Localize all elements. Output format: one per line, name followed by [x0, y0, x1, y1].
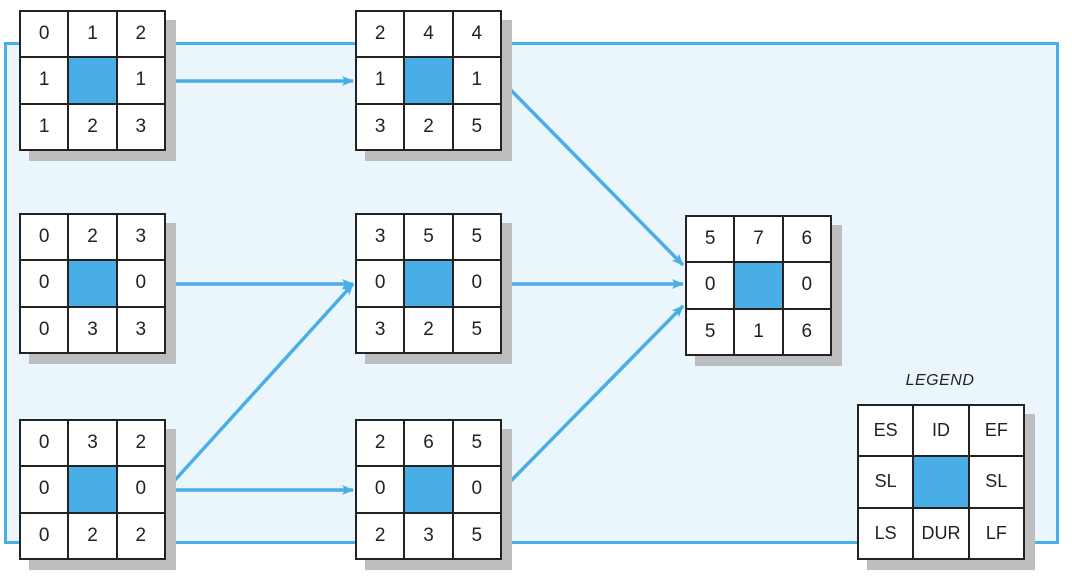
slack-left: 0 — [20, 260, 69, 307]
duration: 2 — [404, 306, 453, 353]
slack-right: 0 — [782, 262, 831, 309]
early-finish: 2 — [116, 11, 165, 58]
node-center-fill — [68, 57, 117, 104]
activity-node-5: 3 5 5 0 0 3 2 5 — [355, 213, 512, 364]
late-finish: 6 — [782, 308, 831, 355]
early-start: 2 — [356, 11, 405, 58]
node-grid: 0 1 2 1 1 1 2 3 — [19, 10, 166, 151]
activity-node-1: 0 1 2 1 1 1 2 3 — [19, 10, 176, 161]
duration: 2 — [68, 512, 117, 559]
late-start: 0 — [20, 306, 69, 353]
node-grid: 2 6 5 0 0 2 3 5 — [355, 419, 502, 560]
early-start: 0 — [20, 11, 69, 58]
early-finish: 6 — [782, 216, 831, 263]
late-start: 3 — [356, 103, 405, 150]
arrow-4-to-7 — [500, 79, 685, 267]
slack-right: 1 — [452, 57, 501, 104]
legend-id: ID — [913, 405, 969, 457]
slack-right: 0 — [116, 466, 165, 513]
legend-title: LEGEND — [905, 372, 975, 389]
early-finish: 5 — [452, 420, 501, 467]
slack-left: 0 — [20, 466, 69, 513]
activity-id: 1 — [68, 11, 117, 58]
late-start: 5 — [686, 308, 735, 355]
legend-es: ES — [858, 405, 914, 457]
node-center-fill — [404, 466, 453, 513]
late-finish: 5 — [452, 103, 501, 150]
activity-id: 4 — [404, 11, 453, 58]
early-finish: 3 — [116, 214, 165, 261]
node-grid: 0 2 3 0 0 0 3 3 — [19, 213, 166, 354]
early-finish: 4 — [452, 11, 501, 58]
activity-node-7: 5 7 6 0 0 5 1 6 — [685, 215, 842, 366]
node-center-fill — [734, 262, 783, 309]
late-finish: 5 — [452, 512, 501, 559]
slack-right: 0 — [452, 260, 501, 307]
early-start: 0 — [20, 214, 69, 261]
activity-id: 2 — [68, 214, 117, 261]
legend-ef: EF — [968, 405, 1024, 457]
slack-right: 1 — [116, 57, 165, 104]
node-center-fill — [404, 260, 453, 307]
activity-id: 7 — [734, 216, 783, 263]
node-grid: 3 5 5 0 0 3 2 5 — [355, 213, 502, 354]
node-center-fill — [404, 57, 453, 104]
node-grid: 0 3 2 0 0 0 2 2 — [19, 419, 166, 560]
early-start: 5 — [686, 216, 735, 263]
activity-id: 6 — [404, 420, 453, 467]
slack-left: 0 — [356, 466, 405, 513]
late-finish: 3 — [116, 306, 165, 353]
late-start: 2 — [356, 512, 405, 559]
slack-left: 1 — [20, 57, 69, 104]
slack-right: 0 — [116, 260, 165, 307]
early-finish: 2 — [116, 420, 165, 467]
duration: 2 — [404, 103, 453, 150]
arrow-3-to-5 — [164, 282, 355, 492]
activity-node-6: 2 6 5 0 0 2 3 5 — [355, 419, 512, 570]
early-finish: 5 — [452, 214, 501, 261]
activity-node-2: 0 2 3 0 0 0 3 3 — [19, 213, 176, 364]
early-start: 0 — [20, 420, 69, 467]
legend-dur: DUR — [913, 507, 969, 559]
activity-id: 5 — [404, 214, 453, 261]
legend-sl-right: SL — [968, 456, 1024, 508]
legend-sl-left: SL — [858, 456, 914, 508]
slack-left: 0 — [686, 262, 735, 309]
early-start: 3 — [356, 214, 405, 261]
slack-right: 0 — [452, 466, 501, 513]
activity-id: 3 — [68, 420, 117, 467]
legend-ls: LS — [858, 507, 914, 559]
legend-lf: LF — [968, 507, 1024, 559]
node-center-fill — [68, 260, 117, 307]
activity-node-3: 0 3 2 0 0 0 2 2 — [19, 419, 176, 570]
duration: 3 — [68, 306, 117, 353]
node-grid: 5 7 6 0 0 5 1 6 — [685, 215, 832, 356]
duration: 1 — [734, 308, 783, 355]
late-start: 1 — [20, 103, 69, 150]
arrow-6-to-7 — [500, 304, 685, 492]
node-center-fill — [68, 466, 117, 513]
late-finish: 5 — [452, 306, 501, 353]
legend-center-fill — [913, 456, 969, 508]
duration: 2 — [68, 103, 117, 150]
legend-grid: ES ID EF SL SL LS DUR LF — [857, 404, 1025, 560]
early-start: 2 — [356, 420, 405, 467]
late-finish: 3 — [116, 103, 165, 150]
activity-node-4: 2 4 4 1 1 3 2 5 — [355, 10, 512, 161]
late-finish: 2 — [116, 512, 165, 559]
node-grid: 2 4 4 1 1 3 2 5 — [355, 10, 502, 151]
slack-left: 1 — [356, 57, 405, 104]
duration: 3 — [404, 512, 453, 559]
late-start: 0 — [20, 512, 69, 559]
late-start: 3 — [356, 306, 405, 353]
legend: ES ID EF SL SL LS DUR LF — [857, 404, 1035, 570]
slack-left: 0 — [356, 260, 405, 307]
